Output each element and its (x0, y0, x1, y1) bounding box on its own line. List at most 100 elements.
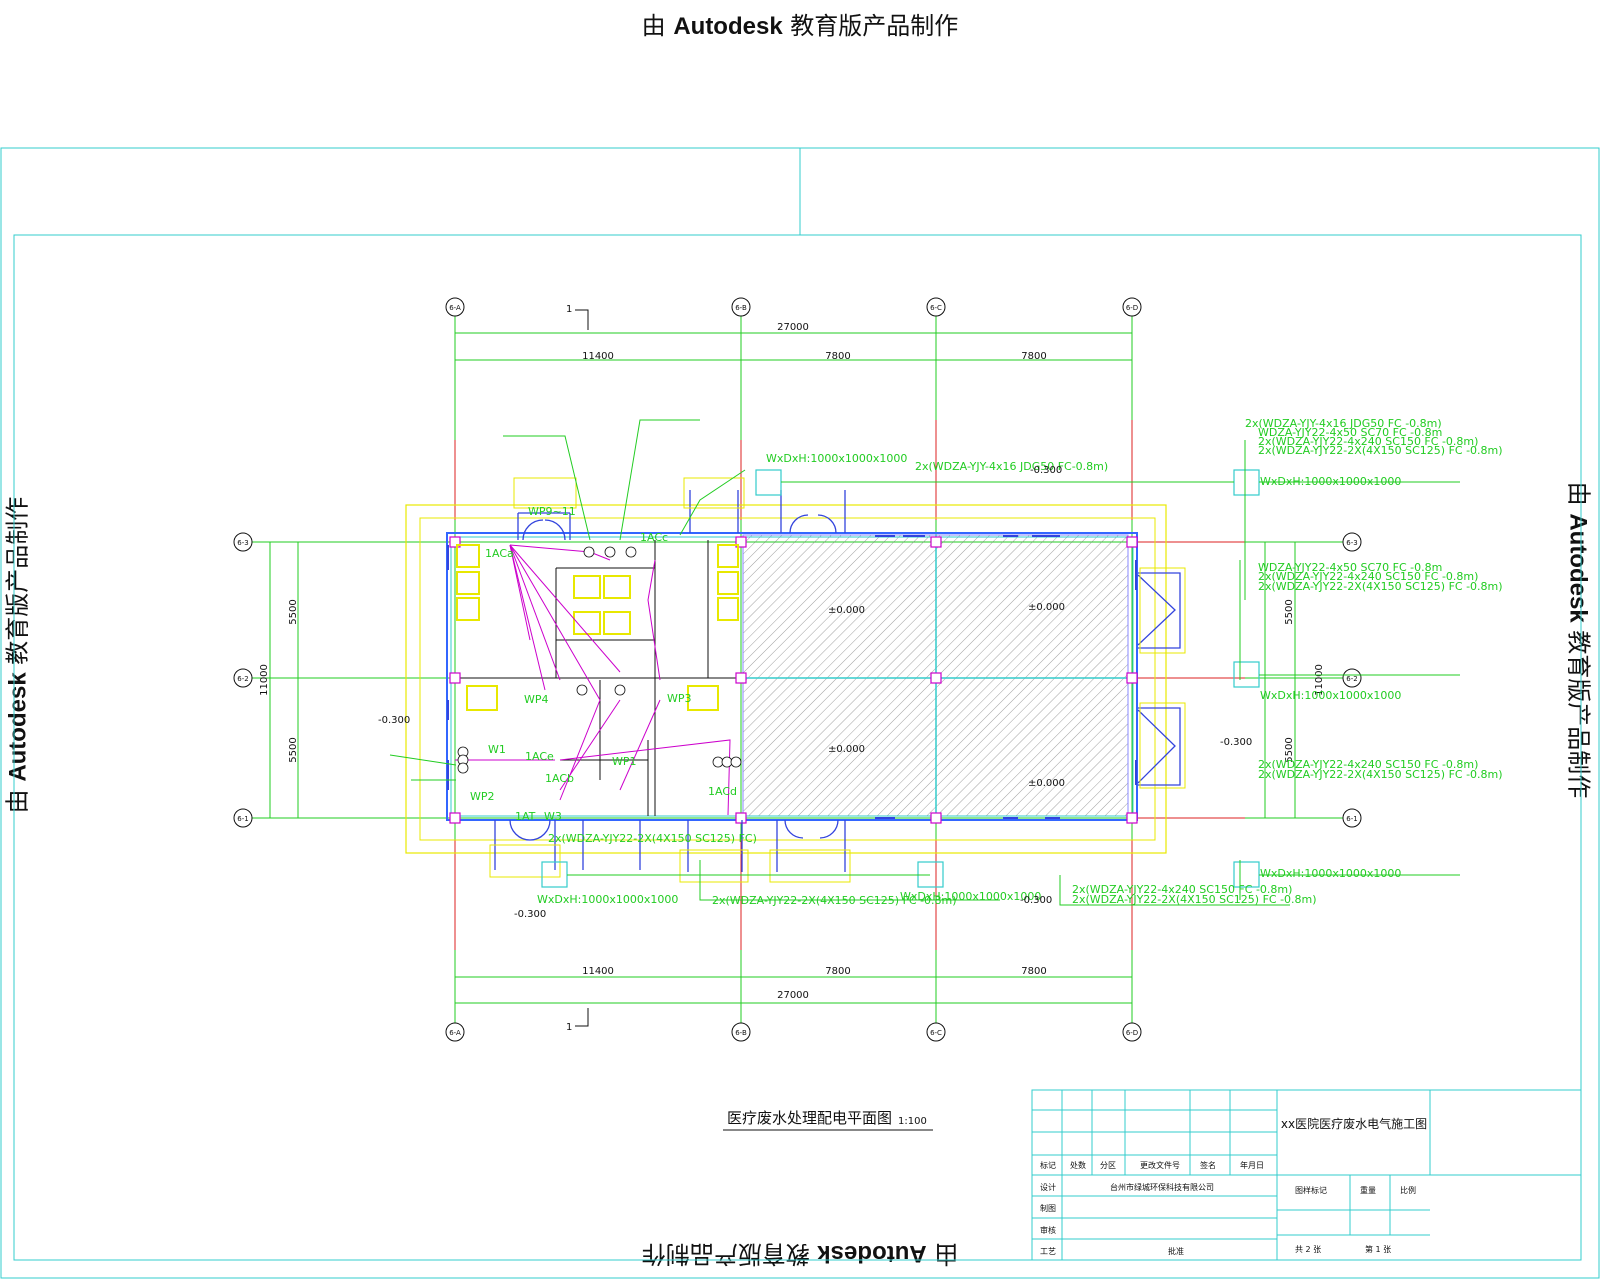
panel-wp3: WP3 (667, 692, 692, 705)
axis-label-c-bottom: 6-C (930, 1029, 942, 1037)
section-mark-top: 1 (566, 304, 572, 315)
cable-label-bottom-mid: 2x(WDZA-YJY22-2X(4X150 SC125) FC -0.8m) (712, 894, 957, 907)
cable-label-top-right-2: WDZA-YJY22-4x50 SC70 FC -0.8m (1258, 426, 1442, 439)
level-tank-3: ±0.000 (828, 744, 865, 755)
columns (449, 536, 1138, 824)
level-tank-4: ±0.000 (1028, 778, 1065, 789)
axis-label-1-left: 6-1 (237, 815, 248, 823)
axis-label-a-top: 6-A (449, 304, 461, 312)
panel-1ace: 1ACe (525, 750, 554, 763)
room-partitions (451, 540, 741, 816)
tb-row-mark: 标记 (1040, 1160, 1056, 1170)
cable-label-top-mid: 2x(WDZA-YJY-4x16 JDG50 FC-0.8m) (915, 460, 1108, 473)
dim-row1-right: 5500 (1284, 599, 1295, 624)
dim-total-left: 11000 (259, 664, 270, 696)
tb-row-review: 审核 (1040, 1225, 1056, 1235)
panel-1acc: 1ACc (640, 531, 668, 544)
doors (494, 490, 1181, 872)
tb-head-count: 处数 (1070, 1160, 1086, 1170)
panel-wp4: WP4 (524, 693, 549, 706)
motor-symbols (457, 546, 742, 774)
cable-label-right-low-2: 2x(WDZA-YJY22-2X(4X150 SC125) FC -0.8m) (1258, 768, 1503, 781)
tb-sheet-no: 第 1 张 (1365, 1244, 1391, 1254)
drawing-scale: 1:100 (898, 1116, 927, 1127)
panel-1aca: 1ACa (485, 547, 514, 560)
axis-label-b-bottom: 6-B (735, 1029, 747, 1037)
cable-label-right-low-1: 2x(WDZA-YJY22-4x240 SC150 FC -0.8m) (1258, 758, 1478, 771)
axis-label-d-bottom: 6-D (1126, 1029, 1138, 1037)
axis-label-b-top: 6-B (735, 304, 747, 312)
axis-bubbles (233, 297, 1362, 1042)
axis-label-a-bottom: 6-A (449, 1029, 461, 1037)
dim-total-bottom: 27000 (777, 990, 809, 1001)
dim-row2-right: 5500 (1284, 737, 1295, 762)
level-top: -0.300 (1030, 465, 1062, 476)
red-grid-extensions (454, 420, 1245, 950)
pit-label-bottom-mid: WxDxH:1000x1000x1000 (900, 890, 1041, 903)
tb-row-draw: 制图 (1040, 1203, 1056, 1213)
tb-head-doc: 更改文件号 (1140, 1160, 1180, 1170)
panel-wp1: WP1 (612, 755, 637, 768)
equipment-blocks (456, 544, 739, 711)
tb-head-zone: 分区 (1100, 1161, 1116, 1170)
pit-label-top-mid: WxDxH:1000x1000x1000 (766, 452, 907, 465)
axis-label-d-top: 6-D (1126, 304, 1138, 312)
dim-total-right: 11000 (1314, 664, 1325, 696)
axis-label-2-left: 6-2 (237, 675, 248, 683)
dim-bay1-top: 11400 (582, 351, 614, 362)
axis-label-1-right: 6-1 (1346, 815, 1357, 823)
tb-right-weight: 重量 (1360, 1185, 1376, 1195)
panel-1at: 1AT (515, 810, 536, 823)
tb-right-scale: 比例 (1400, 1185, 1416, 1195)
level-bottom-mid: -0.300 (1020, 895, 1052, 906)
watermark-top: 由 Autodesk 教育版产品制作 (641, 12, 959, 40)
panel-1acd: 1ACd (708, 785, 737, 798)
dim-bay2-bottom: 7800 (825, 966, 850, 977)
cable-label-top-right-1: 2x(WDZA-YJY-4x16 JDG50 FC -0.8m) (1245, 417, 1442, 430)
section-marker-top (575, 309, 589, 330)
building-apron-inner (419, 517, 1156, 841)
pit-label-bottom-left: WxDxH:1000x1000x1000 (537, 893, 678, 906)
tb-approve: 批准 (1168, 1246, 1184, 1256)
axis-label-c-top: 6-C (930, 304, 942, 312)
cable-label-bottom-right-2: 2x(WDZA-YJY22-2X(4X150 SC125) FC -0.8m) (1072, 893, 1317, 906)
panel-w3: W3 (544, 810, 562, 823)
drawing-title: 医疗废水处理配电平面图 (727, 1109, 892, 1127)
cable-label-top-right-4: 2x(WDZA-YJY22-2X(4X150 SC125) FC -0.8m) (1258, 444, 1503, 457)
dim-total-top: 27000 (777, 322, 809, 333)
cable-runs (389, 419, 1460, 906)
section-mark-bottom: 1 (566, 1022, 572, 1033)
level-left: -0.300 (378, 715, 410, 726)
tb-row-design: 设计 (1040, 1182, 1056, 1192)
dim-row2-left: 5500 (288, 737, 299, 762)
pit-label-bottom-right: WxDxH:1000x1000x1000 (1260, 867, 1401, 880)
cable-label-right-mid-1: WDZA-YJY22-4x50 SC70 FC -0.8m (1258, 561, 1442, 574)
inner-frame (13, 234, 1582, 1261)
section-marker-bottom (575, 1008, 589, 1027)
panel-wp9-11: WP9~11 (528, 505, 576, 518)
level-right: -0.300 (1220, 737, 1252, 748)
level-tank-2: ±0.000 (1028, 602, 1065, 613)
tb-row-process: 工艺 (1040, 1247, 1056, 1256)
windows (447, 535, 1137, 819)
dim-bay2-top: 7800 (825, 351, 850, 362)
level-bottom-left: -0.300 (514, 909, 546, 920)
tb-head-sign: 签名 (1200, 1160, 1216, 1170)
title-block-grid (1031, 1089, 1582, 1261)
wiring (455, 544, 731, 816)
pit-label-right-mid: WxDxH:1000x1000x1000 (1260, 689, 1401, 702)
tb-sheet-total: 共 2 张 (1295, 1245, 1321, 1254)
cable-label-bottom-left: 2x(WDZA-YJY22-2X(4X150 SC125) FC) (548, 832, 757, 845)
axis-label-3-right: 6-3 (1346, 539, 1357, 547)
dim-row1-left: 5500 (288, 599, 299, 624)
title-block-company: 台州市绿城环保科技有限公司 (1110, 1182, 1214, 1192)
dim-bay3-top: 7800 (1021, 351, 1046, 362)
door-stoops (489, 477, 1186, 883)
cable-label-right-mid-2: 2x(WDZA-YJY22-4x240 SC150 FC -0.8m) (1258, 570, 1478, 583)
cable-label-bottom-right-1: 2x(WDZA-YJY22-4x240 SC150 FC -0.8m) (1072, 883, 1292, 896)
level-tank-1: ±0.000 (828, 605, 865, 616)
pit-label-top-right: WxDxH:1000x1000x1000 (1260, 475, 1401, 488)
dim-bay1-bottom: 11400 (582, 966, 614, 977)
panel-1acb: 1ACb (545, 772, 574, 785)
